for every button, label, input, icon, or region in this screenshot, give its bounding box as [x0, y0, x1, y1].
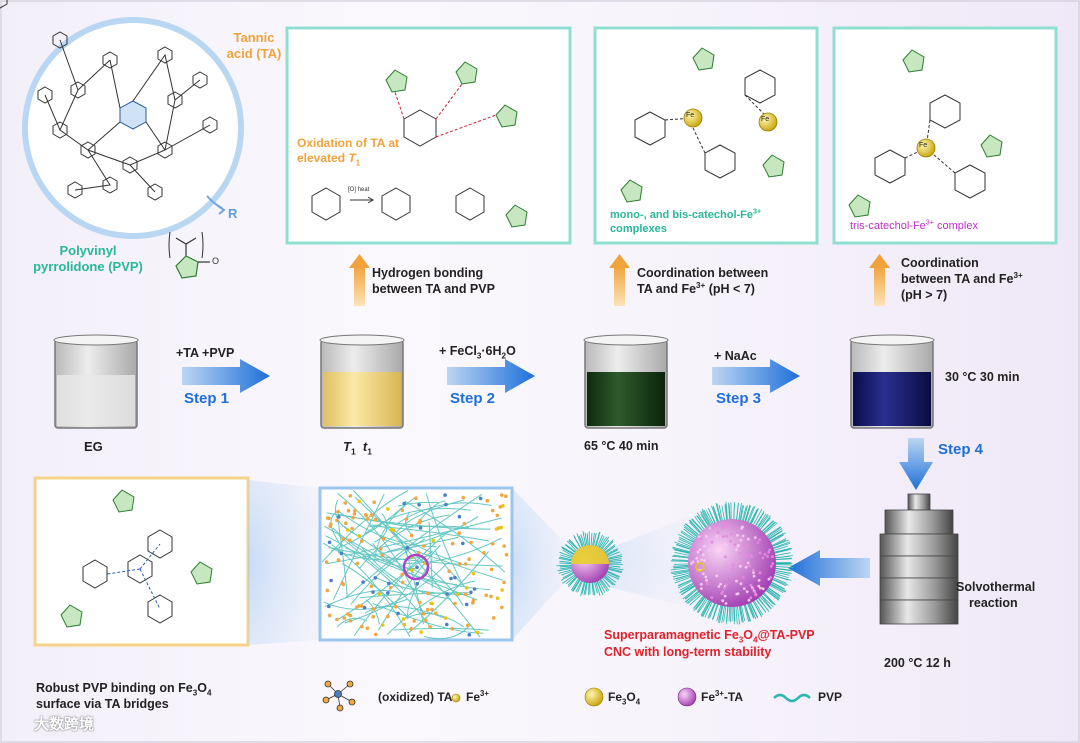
legend-fe-ta-label: Fe3+-TA — [701, 689, 744, 704]
solvothermal-label-2: reaction — [969, 596, 1018, 610]
legend-ta-label: (oxidized) TA — [378, 690, 453, 704]
autoclave — [879, 493, 959, 625]
arrow-to-cnc — [788, 550, 870, 586]
beaker-eg-label: EG — [84, 439, 103, 454]
box-oxidation — [285, 26, 572, 245]
arrow-step-4 — [899, 438, 933, 490]
step3-reagent: + NaAc — [714, 349, 757, 363]
autoclave-condition: 200 °C 12 h — [884, 656, 951, 670]
step2-label: Step 2 — [450, 390, 496, 407]
beaker-eg — [53, 334, 139, 429]
fe-label-1: Fe — [686, 112, 695, 119]
beaker-green-condition: 65 °C 40 min — [584, 439, 659, 453]
arrow-step-1 — [182, 359, 270, 393]
legend-fe3-label: Fe3+ — [466, 689, 489, 704]
arrow-step-3 — [712, 359, 800, 393]
oxidation-reagent: [O] heat — [348, 187, 370, 193]
beaker-blue — [849, 334, 935, 429]
hbond-label-2: between TA and PVP — [372, 282, 495, 296]
step1-reagent: +TA +PVP — [176, 346, 235, 360]
fe-label-2: Fe — [761, 116, 770, 123]
mono-bis-caption-1: mono-, and bis-catechol-Fe3+ — [610, 207, 762, 221]
legend-fe3o4-icon — [584, 687, 604, 707]
box-tris — [832, 26, 1058, 245]
legend-fe3-icon — [451, 693, 461, 703]
hbond-label-1: Hydrogen bonding — [372, 266, 484, 280]
beaker-blue-condition: 30 °C 30 min — [945, 370, 1020, 384]
arrow-up-2 — [614, 266, 625, 306]
step1-label: Step 1 — [184, 390, 230, 407]
solvothermal-label-1: Solvothermal — [956, 580, 1036, 594]
pvp-structure — [168, 231, 210, 279]
beaker-green — [583, 334, 669, 429]
oxidation-caption-1: Oxidation of TA at — [297, 136, 399, 150]
arrow-step-2 — [447, 359, 535, 393]
pvp-oxygen-label: O — [212, 256, 220, 266]
cnc-label-1: Superparamagnetic Fe3O4@TA-PVP — [604, 628, 815, 645]
legend-fe-ta-icon — [677, 687, 697, 707]
step2-reagent: + FeCl3·6H2O — [439, 344, 516, 361]
beaker-yellow — [319, 334, 405, 429]
tannic-acid-label: Tannic acid (TA) — [226, 30, 282, 61]
watermark: 大数跨境 — [34, 716, 95, 733]
legend-pvp-label: PVP — [818, 690, 843, 704]
legend-pvp-icon — [773, 693, 811, 703]
cnc-label-2: CNC with long-term stability — [604, 645, 772, 659]
arrow-up-1 — [354, 266, 365, 306]
step4-label: Step 4 — [938, 441, 984, 458]
beaker-t1-label: T1 t1 — [343, 439, 372, 457]
step3-label: Step 3 — [716, 390, 762, 407]
robust-binding-label-1: Robust PVP binding on Fe3O4 — [36, 681, 212, 698]
arrow-up-3 — [874, 266, 885, 306]
mono-bis-caption-2: complexes — [610, 223, 667, 235]
robust-binding-label-2: surface via TA bridges — [36, 697, 169, 711]
coord-low-label-1: Coordination between — [637, 266, 769, 280]
fe-label-3: Fe — [919, 142, 928, 149]
r-group-label: R — [228, 206, 238, 221]
coord-high-label-1: Coordination — [901, 256, 979, 270]
pvp-label: Polyvinyl pyrrolidone (PVP) — [33, 243, 143, 274]
oxidation-caption-2: elevated T1 — [297, 151, 361, 168]
legend-fe3o4-label: Fe3O4 — [608, 690, 641, 707]
coord-high-label-3: (pH > 7) — [901, 288, 948, 302]
tris-caption: tris-catechol-Fe3+ complex — [850, 218, 978, 232]
coord-low-label-2: TA and Fe3+ (pH < 7) — [637, 280, 755, 296]
tannic-acid-structure — [0, 0, 218, 201]
legend-ta-icon — [322, 680, 356, 712]
coord-high-label-2: between TA and Fe3+ — [901, 270, 1023, 286]
